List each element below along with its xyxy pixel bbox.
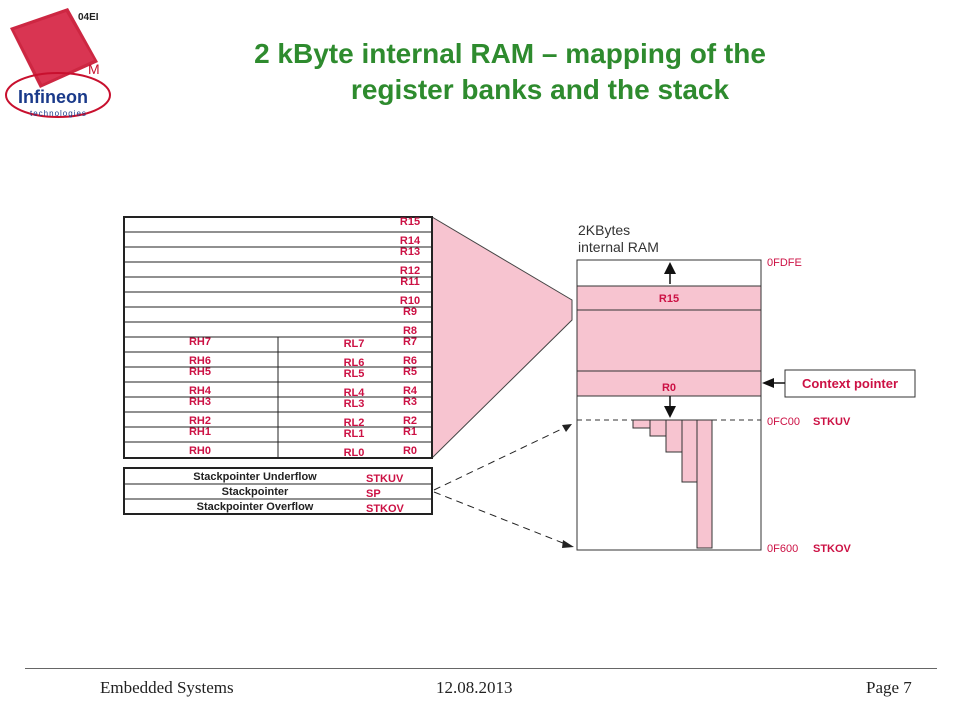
register-label-rh2: RH2 (189, 415, 211, 427)
cp-down-arrow-head (664, 406, 676, 418)
stack-desc-stkuv: Stackpointer Underflow (193, 471, 317, 483)
cp-up-arrow-head (664, 262, 676, 274)
stack-name-sp: SP (366, 488, 381, 500)
register-label-rl7: RL7 (344, 338, 365, 350)
stack-step (696, 419, 713, 549)
logo-brand-text: Infineon (18, 87, 88, 107)
slide-title-line1: 2 kByte internal RAM – mapping of the (254, 38, 766, 69)
context-pointer-label: Context pointer (802, 376, 898, 391)
register-label-r5: R5 (403, 366, 417, 378)
register-label-rh4: RH4 (189, 385, 212, 397)
register-label-r4: R4 (403, 385, 418, 397)
stack-desc-sp: Stackpointer (222, 486, 289, 498)
stkov-mapping-arrowhead (562, 540, 574, 548)
register-label-rl5: RL5 (344, 368, 365, 380)
stack-registers-frame (123, 467, 433, 515)
context-pointer-box (784, 369, 916, 398)
register-label-r6: R6 (403, 355, 417, 367)
register-label-rl3: RL3 (344, 398, 365, 410)
footer-date: 12.08.2013 (436, 678, 513, 697)
infineon-logo: 04EI M Infineon technologies (5, 8, 111, 118)
logo-red-square-inner (14, 12, 94, 84)
register-label-r14: R14 (400, 235, 421, 247)
register-label-r3: R3 (403, 396, 417, 408)
stack-name-stkov: STKOV (366, 503, 405, 515)
internal-ram: 2KBytes internal RAM R15 R0 0FDFE 0FC00 … (576, 222, 916, 555)
addr-0f600: 0F600 (767, 543, 798, 555)
register-label-r2: R2 (403, 415, 417, 427)
register-label-rl6: RL6 (344, 357, 365, 369)
stack-step (665, 419, 683, 453)
footer-course: Embedded Systems (100, 678, 234, 697)
register-label-rh5: RH5 (189, 366, 211, 378)
context-pointer-arrow-head (762, 378, 774, 388)
stack-step (632, 419, 651, 429)
register-label-rh7: RH7 (189, 336, 211, 348)
stkuv-mapping-line (433, 425, 569, 491)
ram-register-bank-region (576, 285, 762, 397)
register-label-r8: R8 (403, 325, 417, 337)
register-label-rl4: RL4 (344, 387, 366, 399)
register-label-r10: R10 (400, 295, 420, 307)
register-label-r11: R11 (400, 276, 420, 288)
logo-m-letter: M (88, 61, 100, 77)
register-label-rl0: RL0 (344, 447, 365, 459)
stack-name-stkuv: STKUV (366, 473, 404, 485)
logo-swoosh (5, 72, 111, 118)
register-label-rl1: RL1 (344, 428, 365, 440)
footer-divider (25, 668, 937, 669)
addr-0fdfe: 0FDFE (767, 257, 802, 269)
register-label-r12: R12 (400, 265, 420, 277)
register-label-rh3: RH3 (189, 396, 211, 408)
stack-step (681, 419, 698, 483)
register-label-r13: R13 (400, 246, 420, 258)
register-label-rh6: RH6 (189, 355, 211, 367)
register-label-r1: R1 (403, 426, 417, 438)
ram-label-line2: internal RAM (578, 239, 659, 255)
register-label-r7: R7 (403, 336, 417, 348)
register-label-rh0: RH0 (189, 445, 211, 457)
stkuv-ram-label: STKUV (813, 416, 851, 428)
stkov-ram-label: STKOV (813, 543, 852, 555)
slide-title-line2: register banks and the stack (350, 74, 730, 105)
ram-r0-label: R0 (662, 382, 676, 394)
register-label-rh1: RH1 (189, 426, 211, 438)
register-label-rl2: RL2 (344, 417, 365, 429)
stack-step (649, 419, 667, 437)
logo-tagline: technologies (30, 109, 87, 118)
stkov-mapping-line (433, 491, 569, 546)
register-label-r9: R9 (403, 306, 417, 318)
stkuv-mapping-arrowhead (562, 424, 572, 432)
register-label-r0: R0 (403, 445, 417, 457)
addr-0fc00: 0FC00 (767, 416, 800, 428)
ram-label-line1: 2KBytes (578, 222, 630, 238)
ram-r15-label: R15 (659, 293, 679, 305)
footer-page: Page 7 (866, 678, 912, 697)
logo-corner-text: 04EI (78, 12, 99, 23)
stack-desc-stkov: Stackpointer Overflow (197, 501, 314, 513)
register-label-r15: R15 (400, 216, 420, 228)
